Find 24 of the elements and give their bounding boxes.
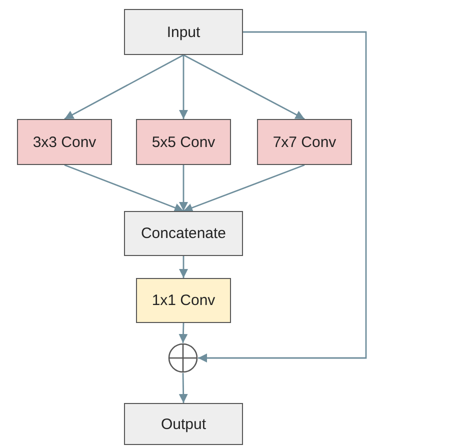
process-box (124, 211, 243, 256)
arrow (64, 54, 184, 120)
box-label: Input (166, 24, 200, 40)
box-label: Output (160, 416, 206, 432)
process-box (136, 119, 231, 165)
process-box (136, 278, 231, 323)
box-label: 1x1 Conv (152, 292, 216, 309)
arrow (179, 165, 188, 211)
arrow (183, 54, 305, 120)
box-label: 5x5 Conv (152, 134, 216, 150)
arrow (179, 256, 188, 278)
process-box (257, 119, 352, 165)
arrow (178, 372, 188, 404)
arrow (178, 322, 188, 344)
arrow (179, 55, 188, 119)
box-label: 3x3 Conv (32, 134, 96, 150)
arrow (198, 31, 367, 362)
process-box (17, 119, 112, 165)
process-box (124, 403, 243, 445)
box-label: 7x7 Conv (272, 134, 336, 150)
arrow (64, 164, 184, 212)
process-box (124, 9, 243, 55)
box-label: Concatenate (140, 225, 226, 242)
arrow (183, 164, 305, 212)
